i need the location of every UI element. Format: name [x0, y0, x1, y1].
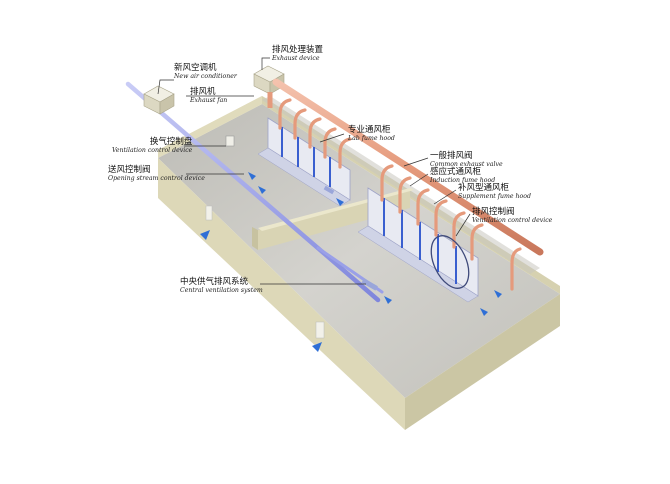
- exhaust-drops-front: [380, 164, 522, 291]
- ventilation-control-panel: [225, 135, 235, 147]
- label-zh: 新风空调机: [174, 63, 217, 73]
- exhaust-device-unit: [253, 65, 285, 95]
- label-en: Supplement fume hood: [458, 192, 531, 200]
- label-en: Ventilation control device: [472, 216, 553, 224]
- right-outer-wall: [405, 294, 560, 430]
- label-zh: 送风控制阀: [108, 165, 151, 175]
- label-zh: 排风处理装置: [272, 45, 324, 55]
- ventilation-valve-highlight: [430, 235, 470, 289]
- label-exhaust-fan: 排风机 Exhaust fan: [190, 88, 227, 104]
- label-lab-fume-hood: 专业通风柜 Lab fume hood: [348, 126, 395, 142]
- label-exhaust-control-valve: 排风控制阀 Ventilation control device: [472, 208, 552, 224]
- label-supplement-fume-hood: 补风型通风柜 Supplement fume hood: [458, 184, 531, 200]
- partition-wall-end: [252, 227, 258, 250]
- label-en: Opening stream control device: [108, 174, 205, 182]
- label-exhaust-device: 排风处理装置 Exhaust device: [272, 46, 323, 62]
- wall-door-left: [205, 205, 213, 221]
- label-induction-fume-hood: 感应式通风柜 Induction fume hood: [430, 168, 495, 184]
- leader-lines: [157, 57, 471, 285]
- label-zh: 一般排风阀: [430, 151, 473, 161]
- label-en: New air conditioner: [174, 72, 237, 80]
- floor-grilles: [323, 185, 378, 291]
- label-zh: 专业通风柜: [348, 125, 391, 135]
- back-wall-left: [158, 96, 262, 158]
- label-common-exhaust-valve: 一般排风阀 Common exhaust valve: [430, 152, 503, 168]
- label-en: Induction fume hood: [430, 176, 496, 184]
- label-new-air-conditioner: 新风空调机 New air conditioner: [174, 64, 237, 80]
- exhaust-duct-main: [272, 78, 544, 256]
- label-en: Exhaust device: [272, 54, 320, 62]
- exhaust-drops-back: [278, 98, 352, 169]
- label-zh: 排风机: [190, 87, 216, 97]
- new-air-conditioner-unit: [143, 85, 175, 115]
- airflow-arrows: [200, 172, 502, 352]
- label-en: Ventilation control device: [112, 146, 193, 154]
- wall-door-lower: [315, 321, 325, 339]
- left-outer-wall: [158, 158, 405, 430]
- label-zh: 补风型通风柜: [458, 183, 510, 193]
- label-zh: 换气控制盘: [149, 137, 193, 147]
- label-central-ventilation: 中央供气排风系统 Central ventilation system: [180, 278, 263, 294]
- fume-hood-row-front: [357, 187, 479, 303]
- label-en: Common exhaust valve: [430, 160, 503, 168]
- label-opening-stream: 送风控制阀 Opening stream control device: [108, 166, 205, 182]
- label-en: Exhaust fan: [190, 96, 228, 104]
- room-floor: [158, 104, 560, 398]
- label-ventilation-control: 换气控制盘 Ventilation control device: [112, 138, 192, 154]
- label-zh: 感应式通风柜: [430, 167, 482, 177]
- fume-hood-row-back: [257, 117, 351, 207]
- label-zh: 排风控制阀: [472, 207, 515, 217]
- label-en: Central ventilation system: [180, 286, 263, 294]
- supply-duct-main: [125, 81, 381, 303]
- label-zh: 中央供气排风系统: [180, 277, 249, 287]
- label-en: Lab fume hood: [348, 134, 395, 142]
